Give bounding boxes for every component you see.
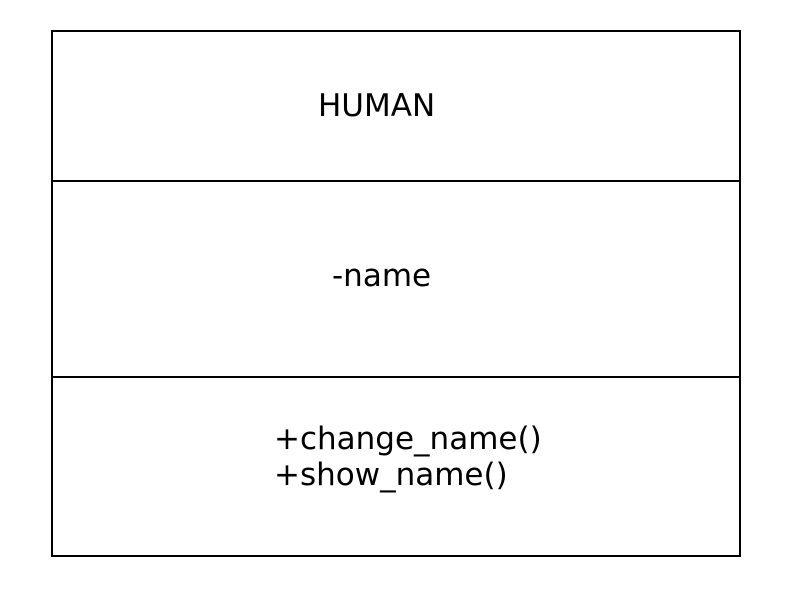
operation-change-name: +change_name() <box>274 421 542 457</box>
operations-list: +change_name() +show_name() <box>274 421 542 493</box>
uml-class-box: HUMAN -name +change_name() +show_name() <box>51 30 741 557</box>
class-name: HUMAN <box>318 88 436 124</box>
operation-show-name: +show_name() <box>274 457 508 493</box>
operations-compartment: +change_name() +show_name() <box>53 378 739 555</box>
attributes-compartment: -name <box>53 182 739 378</box>
attribute-name: -name <box>332 258 432 294</box>
class-name-compartment: HUMAN <box>53 32 739 182</box>
